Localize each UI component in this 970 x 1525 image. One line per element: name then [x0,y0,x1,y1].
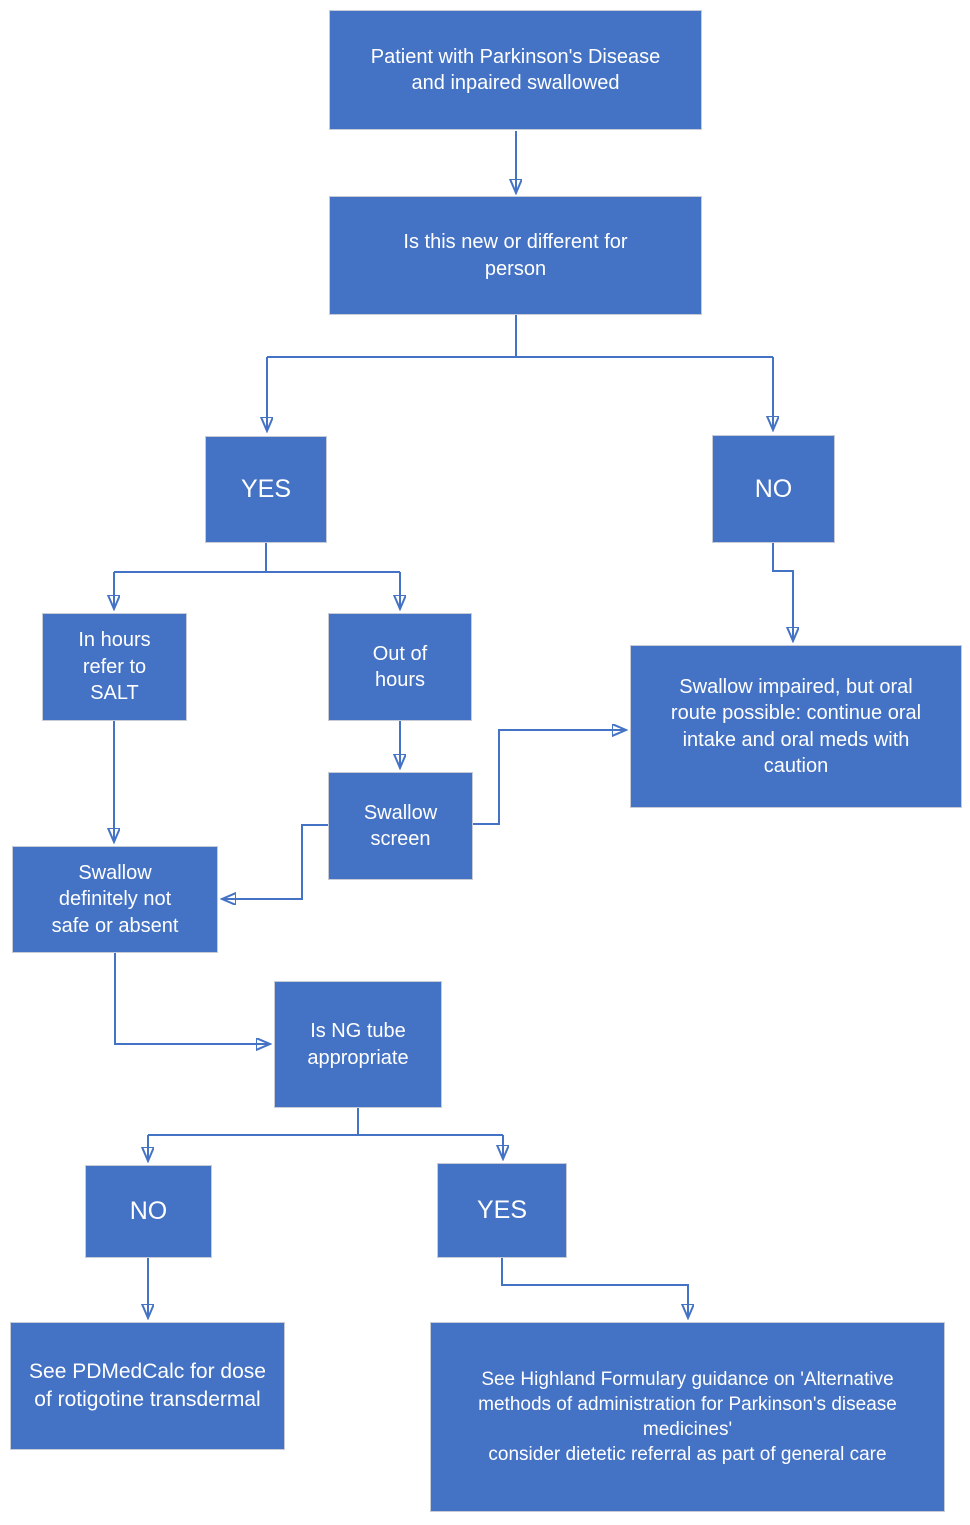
node-swallow-screen: Swallow screen [328,772,473,880]
node-out-of-hours: Out of hours [328,613,472,721]
connector-ng-tube-split [148,1108,503,1136]
connector-swallow-screen-swallow-impaired [473,730,625,825]
node-yes-1: YES [205,436,327,543]
node-swallow-not-safe: Swallow definitely not safe or absent [12,846,218,953]
node-swallow-impaired-oral-possible: Swallow impaired, but oral route possibl… [630,645,962,808]
node-new-or-different: Is this new or different for person [329,196,702,315]
node-pdmedcalc: See PDMedCalc for dose of rotigotine tra… [10,1322,285,1450]
node-in-hours-refer-salt: In hours refer to SALT [42,613,187,721]
node-no-1: NO [712,435,835,543]
node-no-2: NO [85,1165,212,1258]
node-patient: Patient with Parkinson's Disease and inp… [329,10,702,130]
connector-yes1-split [114,543,400,573]
connector-no1-swallow-impaired [772,543,793,640]
node-ng-tube-appropriate: Is NG tube appropriate [274,981,442,1108]
connector-new-or-different-split [267,315,773,358]
connector-yes2-highland [501,1258,688,1317]
node-yes-2: YES [437,1163,567,1258]
connector-not-safe-ng-tube [114,953,269,1044]
node-highland-formulary: See Highland Formulary guidance on 'Alte… [430,1322,945,1512]
connector-swallow-screen-not-safe [223,824,328,899]
